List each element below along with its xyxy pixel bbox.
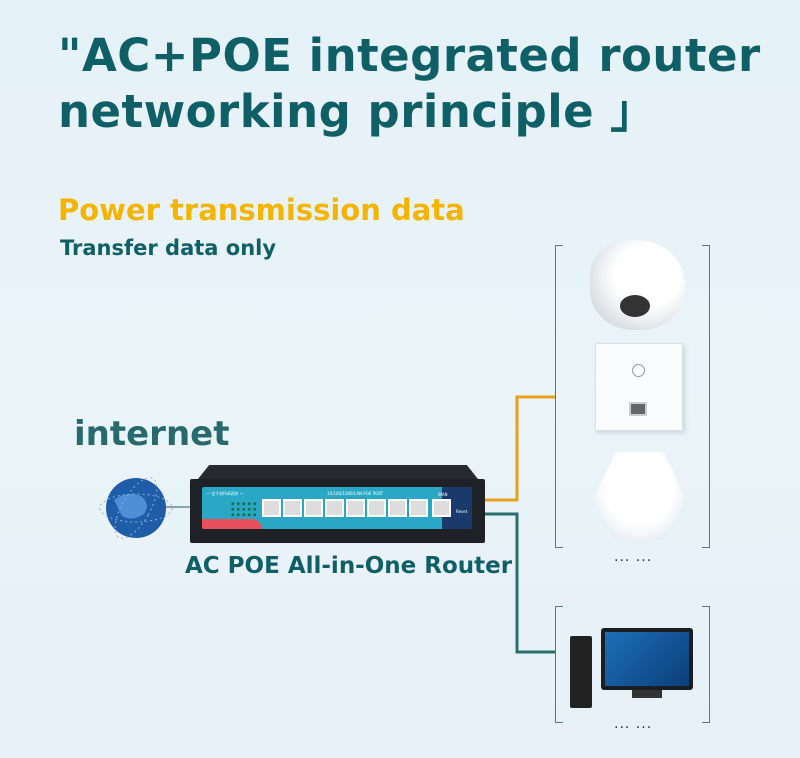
wall-panel-ap-image (595, 343, 683, 431)
dome-camera-image (590, 240, 685, 330)
wan-port (432, 499, 451, 517)
page-title: "AC+POE integrated router networking pri… (58, 29, 761, 138)
poe-more-devices: ··· ··· (614, 553, 653, 569)
router-brand-label: — 全千兆PoE网关 — (206, 491, 244, 496)
monitor-stand (632, 690, 662, 698)
data-only-line (484, 512, 556, 654)
lan-port (346, 499, 365, 517)
pc-tower-image (570, 636, 592, 708)
legend-power-transmission: Power transmission data (58, 193, 465, 227)
lan-port (262, 499, 281, 517)
lan-port (388, 499, 407, 517)
lan-port (283, 499, 302, 517)
internet-label: internet (74, 414, 230, 454)
router-wan-label: WAN (438, 492, 448, 497)
data-more-devices: ··· ··· (614, 720, 653, 736)
globe-icon (99, 477, 173, 539)
lan-port (367, 499, 386, 517)
router-reset-label: Reset (456, 509, 468, 514)
data-devices-bracket (555, 606, 710, 723)
router-device: — 全千兆PoE网关 — 10/100/1000/LAN POE PORT WA… (190, 465, 485, 545)
power-data-line (484, 395, 556, 502)
lan-ports (262, 499, 451, 517)
lan-port (325, 499, 344, 517)
legend-transfer-only: Transfer data only (60, 236, 277, 260)
router-port-label: 10/100/1000/LAN POE PORT (327, 491, 384, 496)
router-label: AC POE All-in-One Router (185, 553, 513, 579)
lan-port (409, 499, 428, 517)
monitor-image (601, 628, 693, 690)
status-leds (230, 501, 258, 517)
poe-devices-bracket (555, 245, 710, 548)
lan-port (304, 499, 323, 517)
